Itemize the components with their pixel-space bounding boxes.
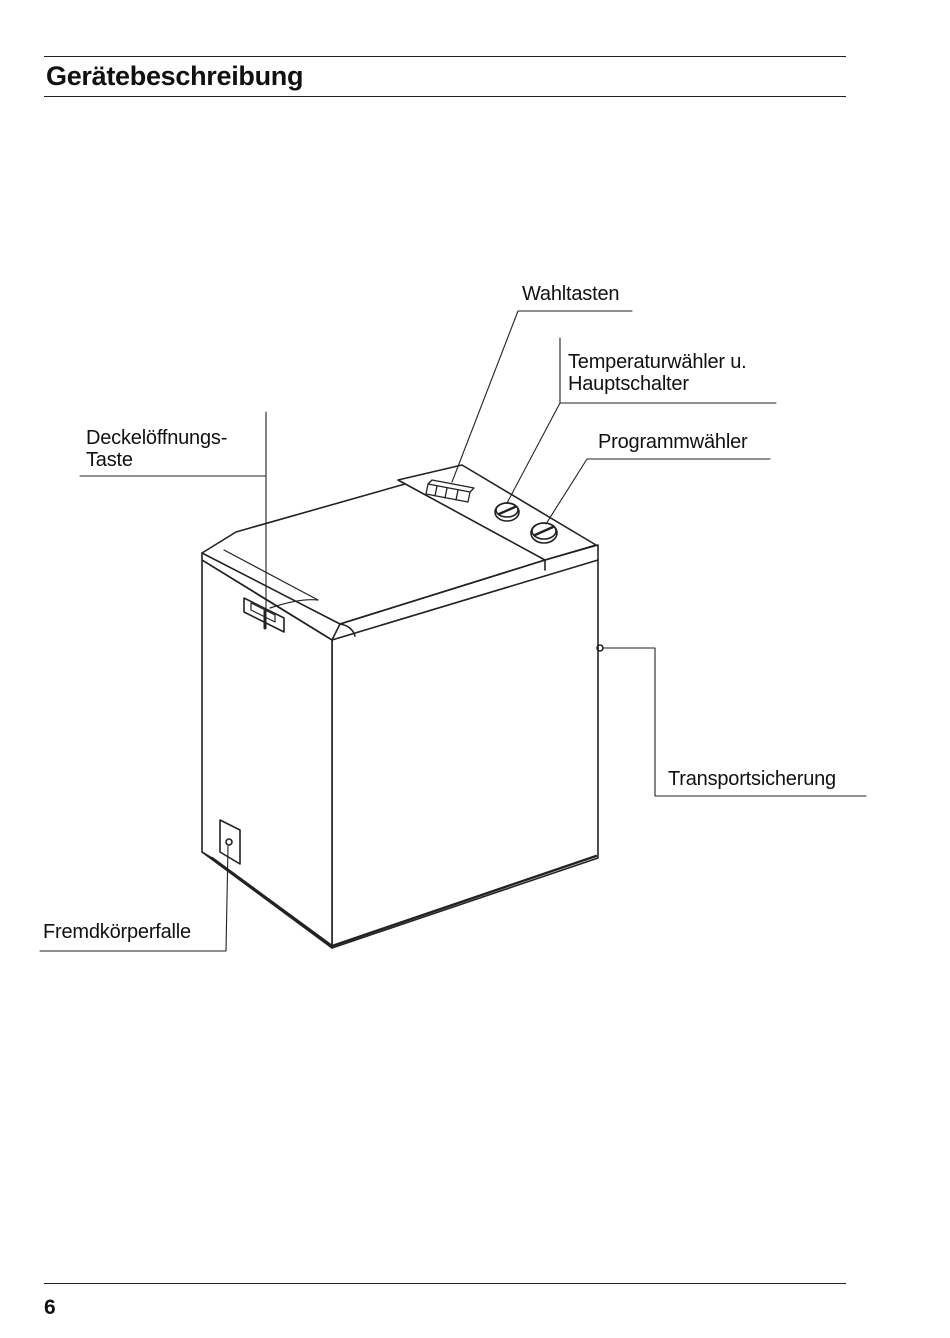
label-wahltasten: Wahltasten bbox=[522, 283, 620, 305]
page-number: 6 bbox=[44, 1296, 56, 1319]
label-transportsicherung: Transportsicherung bbox=[668, 768, 836, 790]
footer-rule bbox=[44, 1283, 846, 1284]
header-bottom-rule bbox=[44, 96, 846, 97]
label-taste: Taste bbox=[86, 449, 133, 471]
selection-buttons bbox=[425, 479, 475, 503]
page-title: Gerätebeschreibung bbox=[46, 61, 304, 91]
label-hauptschalter: Hauptschalter bbox=[568, 373, 689, 395]
label-fremdkoerperfalle: Fremdkörperfalle bbox=[43, 921, 191, 943]
label-programmwaehler: Programmwähler bbox=[598, 431, 748, 453]
leader-lines bbox=[39, 310, 867, 952]
washing-machine-body bbox=[201, 464, 599, 949]
program-knob bbox=[530, 522, 558, 544]
lid-opening-button bbox=[243, 597, 285, 633]
temperature-knob bbox=[494, 502, 520, 522]
label-temperaturwaehler: Temperaturwähler u. bbox=[568, 351, 747, 373]
lint-filter bbox=[219, 819, 241, 865]
header-top-rule bbox=[44, 56, 846, 57]
label-deckeloeffnungs: Deckelöffnungs- bbox=[86, 427, 228, 449]
